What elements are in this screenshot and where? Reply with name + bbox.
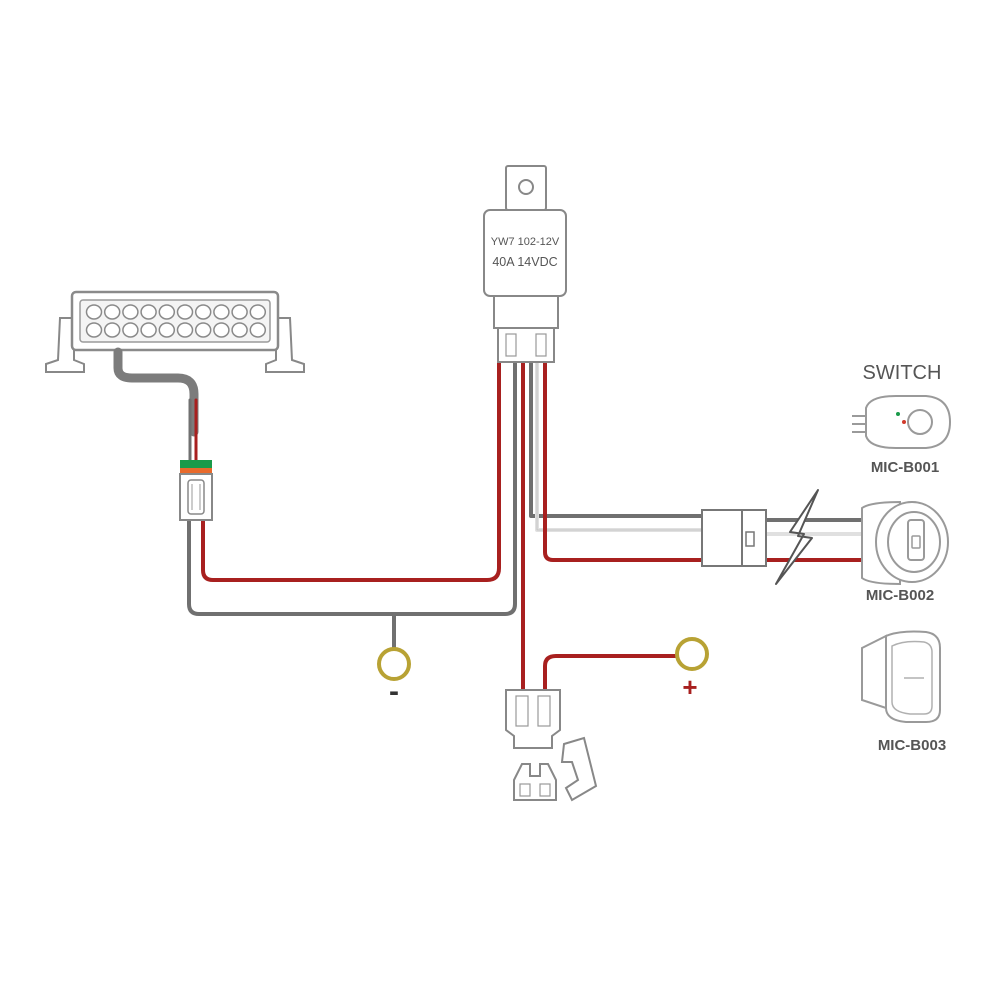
led-lens [194,322,212,338]
led-lens [158,322,176,338]
switch-b001-button [907,409,933,435]
led-lens [176,322,194,338]
relay: YW7 102-12V 40A 14VDC [483,165,567,363]
led-lens [231,304,248,320]
switch-b003-label: MIC-B003 [878,737,946,754]
switch-mic-b001: MIC-B001 [852,395,952,476]
led-lens [249,322,267,338]
relay-mount-hole [518,179,534,195]
blade-fuse-icon [513,763,557,801]
led-lens [103,322,121,338]
relay-base [493,295,559,329]
positive-symbol: + [682,672,697,702]
positive-terminal: + [675,637,709,702]
led-lens [231,322,248,338]
light-bar-right-foot [265,317,305,373]
positive-ring-icon [675,637,709,671]
switch-b003-rocker [885,630,941,723]
led-lens [122,304,139,320]
ground-symbol: - [389,675,399,708]
led-lens [194,304,212,320]
connector-green-band [180,460,212,468]
fuse-holder-body [505,689,561,749]
light-bar-connector [179,460,213,521]
led-lens [158,304,176,320]
switch-connector-left [701,509,743,567]
switch-mic-b002: MIC-B002 [861,500,949,604]
wires [113,347,864,692]
wire-white-switch [535,360,714,532]
light-bar-cable [113,347,199,437]
ground-terminal: - [377,647,411,708]
led-lens [140,304,157,320]
connector-body [179,473,213,521]
wire-red-switch [543,360,714,562]
relay-label-line1: YW7 102-12V [491,236,560,248]
ground-ring-icon [377,647,411,681]
connector-orange-band [180,468,212,474]
switch-b002-label: MIC-B002 [866,587,934,604]
switch-b001-label: MIC-B001 [871,459,939,476]
light-bar [45,290,305,373]
led-lens [176,304,194,320]
wire-red-positive [543,654,682,692]
led-lens [103,304,121,320]
led-lens [122,322,139,338]
fuse-holder [505,689,598,802]
wire-gray-ground [187,360,517,616]
relay-body [483,209,567,297]
wire-gray-switch [529,360,714,518]
wire-white-switch-outline [536,361,713,531]
switch-connector [701,509,767,567]
led-lens [213,304,230,320]
fuse-holder-cap [560,736,598,802]
led-lens [249,304,267,320]
wire-red-lightbar-power [201,360,501,582]
led-lens [85,322,103,338]
led-lens [85,304,103,320]
switch-mic-b003: MIC-B003 [861,630,946,754]
relay-label-line2: 40A 14VDC [492,255,557,269]
lightning-bolt-icon [775,489,819,585]
light-bar-leds [85,304,267,338]
switch-section-title: SWITCH [863,362,942,384]
led-lens [140,322,157,338]
switch-b003-frame [861,634,887,710]
led-lens [213,322,230,338]
